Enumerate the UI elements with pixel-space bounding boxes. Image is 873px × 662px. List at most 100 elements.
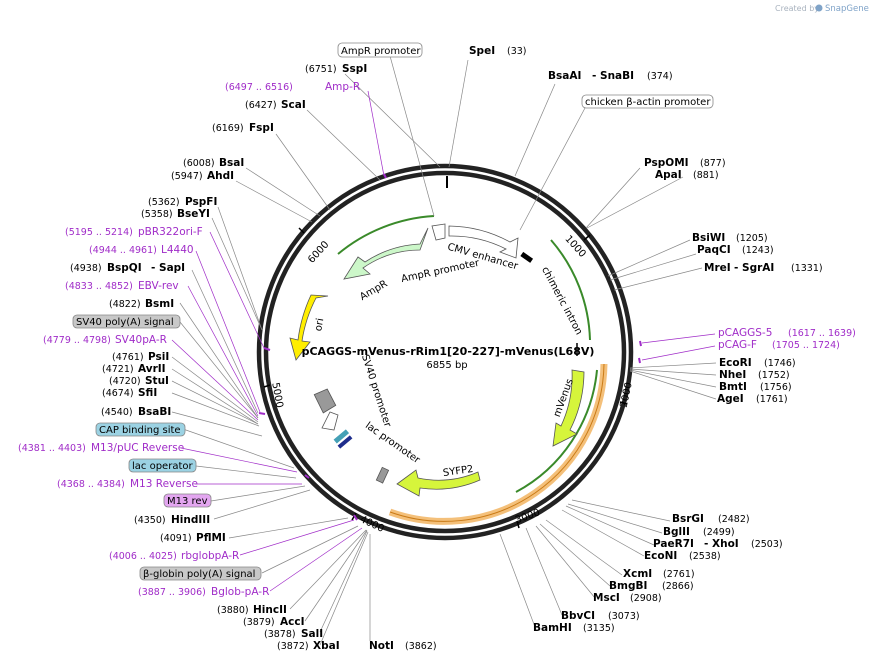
mvenus-arrow[interactable] [552, 369, 585, 447]
site-pspfi-name[interactable]: PspFI [185, 196, 217, 208]
credit-brand: SnapGene [825, 4, 869, 14]
site-bsaai-name[interactable]: BsaAI [548, 70, 581, 82]
site-xhoi-name[interactable]: - XhoI [704, 538, 739, 550]
leader-sali [319, 530, 368, 633]
site-agei-name[interactable]: AgeI [717, 393, 744, 405]
site-econi-name[interactable]: EcoNI [644, 550, 677, 562]
site-bsabi-pos: (4540) [101, 407, 133, 418]
site-bsabi-name[interactable]: BsaBI [138, 406, 171, 418]
leader-pspomi [585, 167, 641, 229]
site-sali-name[interactable]: SalI [301, 628, 323, 640]
cap-site-box [337, 435, 353, 449]
leader-pspfi [217, 206, 263, 331]
primer-bglobpa-name[interactable]: Bglob-pA-R [211, 586, 269, 598]
leader-pflmi [228, 517, 349, 539]
leader-ahdi [235, 180, 313, 223]
site-ahdi-name[interactable]: AhdI [207, 170, 234, 182]
site-scai-name[interactable]: ScaI [281, 99, 306, 111]
sv40-promoter-box[interactable] [313, 388, 337, 414]
backbone-inner [263, 170, 627, 534]
site-bseyi-name[interactable]: BseYI [177, 208, 210, 220]
site-sapi-name[interactable]: - SapI [151, 262, 185, 274]
site-pspomi-name[interactable]: PspOMI [644, 157, 689, 169]
site-bsrgi-name[interactable]: BsrGI [672, 513, 704, 525]
primer-mark-amp-r [383, 173, 387, 179]
leader-sspi [344, 73, 441, 168]
site-bsai-name[interactable]: BsaI [219, 157, 244, 169]
ampr-promoter-arrow[interactable] [431, 223, 446, 241]
primer-mark-pcaggs5 [639, 340, 642, 347]
primer-m13rev-name[interactable]: M13 Reverse [130, 478, 198, 490]
site-bbvci-name[interactable]: BbvCI [561, 610, 595, 622]
leader-xcmi [545, 519, 623, 576]
site-xcmi-name[interactable]: XcmI [623, 568, 652, 580]
site-apai-name[interactable]: ApaI [655, 169, 682, 181]
leader-m13puc [180, 447, 298, 473]
lac-operator-label-box[interactable] [128, 458, 197, 473]
site-bsiwi-name[interactable]: BsiWI [692, 232, 725, 244]
site-avrii-name[interactable]: AvrII [138, 363, 166, 375]
cap-binding-box[interactable] [95, 422, 186, 437]
site-bamhi-name[interactable]: BamHI [533, 622, 572, 634]
site-bsmi-name[interactable]: BsmI [145, 298, 174, 310]
primer-m13puc-name[interactable]: M13/pUC Reverse [91, 442, 184, 454]
chicken-promoter-box[interactable] [581, 94, 714, 109]
site-bspqi-name[interactable]: BspQI [107, 262, 142, 274]
chicken-promoter-box-label: chicken β-actin promoter [585, 97, 711, 108]
primer-rbglob-name[interactable]: rbglobpA-R [181, 550, 239, 562]
syfp2-arrow[interactable] [396, 469, 481, 497]
primer-sv40par-name[interactable]: SV40pA-R [115, 334, 167, 346]
bglobin-polya-box[interactable] [139, 566, 262, 581]
primer-amp-r-name[interactable]: Amp-R [325, 81, 360, 93]
site-sgrai-name[interactable]: - SgrAI [734, 262, 774, 274]
leader-ebv [187, 285, 259, 417]
ori-arrow[interactable] [289, 294, 329, 361]
sv40-polya-box[interactable] [72, 314, 181, 329]
snapgene-credit: Created by SnapGene [775, 4, 869, 14]
site-spei-name[interactable]: SpeI [469, 45, 495, 57]
site-hindiii-name[interactable]: HindIII [171, 514, 210, 526]
site-bglii-pos: (2499) [703, 527, 735, 538]
site-sfii-name[interactable]: SfiI [138, 387, 157, 399]
site-ecori-name[interactable]: EcoRI [719, 357, 752, 369]
primer-pcaggs5-name[interactable]: pCAGGS-5 [718, 327, 772, 339]
site-nhei-name[interactable]: NheI [719, 369, 746, 381]
lac-promoter-arrow[interactable] [321, 411, 339, 431]
site-bglii-name[interactable]: BglII [663, 526, 690, 538]
site-snabi-name[interactable]: - SnaBI [592, 70, 634, 82]
primer-mark-pbr322 [263, 347, 271, 351]
site-pflmi-name[interactable]: PflMI [196, 532, 226, 544]
primer-pcagf-name[interactable]: pCAG-F [718, 339, 757, 351]
primer-m13rev-pos: (4368 .. 4384) [57, 479, 125, 490]
primer-ebv-name[interactable]: EBV-rev [138, 280, 179, 292]
insert-line-lower [515, 369, 598, 493]
leader-avrii [171, 368, 259, 425]
ampr-arrow[interactable] [343, 227, 429, 280]
site-noti-name[interactable]: NotI [369, 640, 394, 652]
leader-pcaggs5 [641, 333, 716, 344]
site-fspi-name[interactable]: FspI [249, 122, 274, 134]
leader-scai [306, 109, 381, 181]
plasmid-size: 6855 bp [426, 360, 467, 371]
site-mrei-name[interactable]: MreI [704, 262, 731, 274]
site-bmgbi-name[interactable]: BmgBI [609, 580, 647, 592]
site-hincii-name[interactable]: HincII [253, 604, 287, 616]
primer-pbr322-name[interactable]: pBR322ori-F [138, 226, 203, 238]
primer-mark-m13 [304, 474, 310, 479]
site-sspi-name[interactable]: SspI [342, 63, 367, 75]
m13rev-box[interactable] [163, 493, 212, 508]
site-xcmi-pos: (2761) [663, 569, 695, 580]
site-acci-name[interactable]: AccI [280, 616, 304, 628]
primer-l4440-name[interactable]: L4440 [161, 244, 194, 256]
leader-chicken [519, 107, 586, 231]
site-psii-name[interactable]: PsiI [148, 351, 169, 363]
site-xbai-name[interactable]: XbaI [313, 640, 340, 652]
cmv-enhancer-arrow[interactable] [448, 225, 519, 259]
site-paqci-name[interactable]: PaqCI [697, 244, 731, 256]
site-stui-name[interactable]: StuI [145, 375, 169, 387]
site-msci-name[interactable]: MscI [593, 592, 620, 604]
ampr-promoter-box[interactable] [337, 42, 423, 58]
site-paer7i-name[interactable]: PaeR7I [653, 538, 694, 550]
site-bmti-name[interactable]: BmtI [719, 381, 747, 393]
